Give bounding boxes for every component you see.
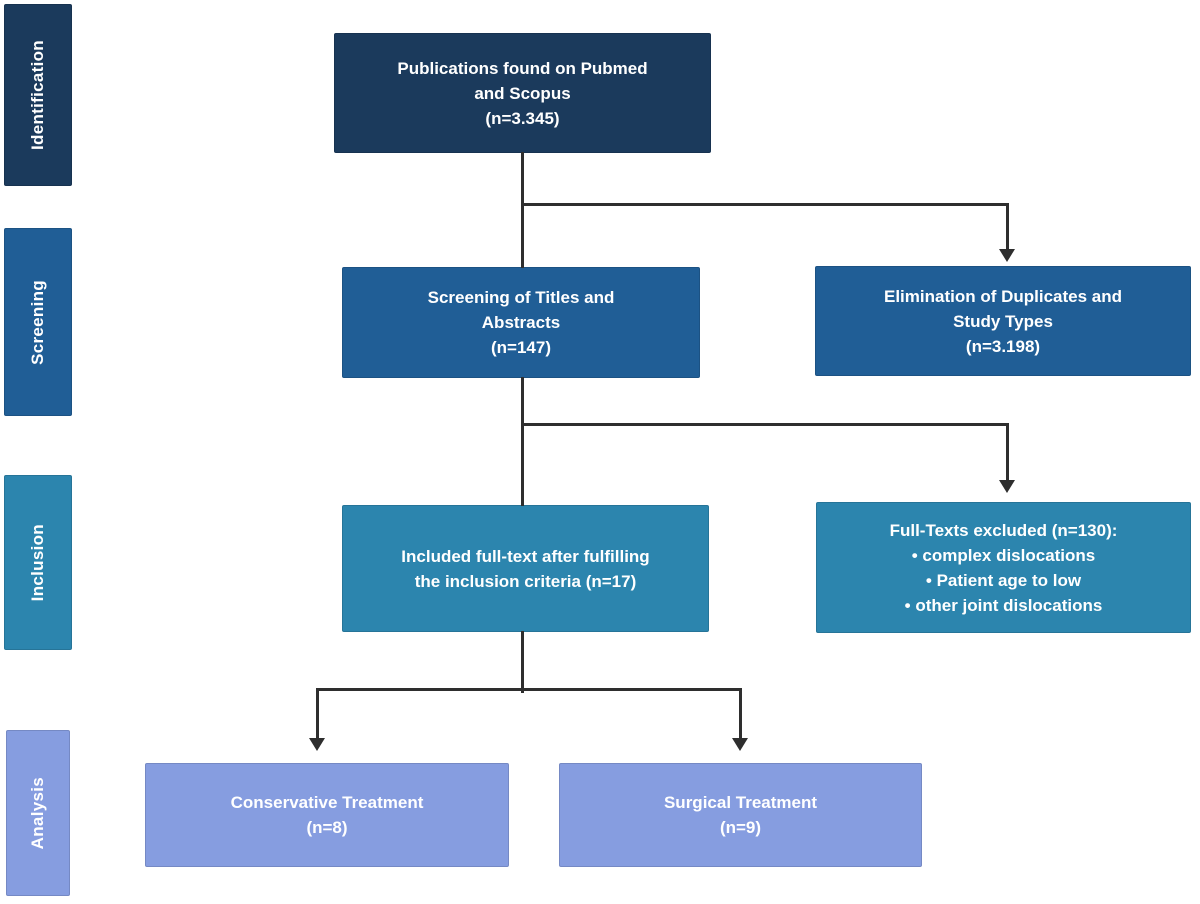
connector-split-horizontal	[316, 688, 742, 691]
connector-branch-to-fulltext-excluded	[521, 423, 1009, 426]
connector-drop-to-fulltext-excluded	[1006, 423, 1009, 483]
box-conservative-treatment: Conservative Treatment (n=8)	[145, 763, 509, 867]
box-surgical-treatment: Surgical Treatment (n=9)	[559, 763, 922, 867]
box-screening-titles-abstracts: Screening of Titles and Abstracts (n=147…	[342, 267, 700, 378]
box-publications-found: Publications found on Pubmed and Scopus …	[334, 33, 711, 153]
stage-label-analysis: Analysis	[6, 730, 70, 896]
connector-included-to-split	[521, 631, 524, 693]
box-full-texts-excluded: Full-Texts excluded (n=130): • complex d…	[816, 502, 1191, 633]
connector-drop-to-surgical	[739, 688, 742, 741]
connector-screening-to-included	[521, 377, 524, 506]
arrow-down-surgical-icon	[732, 738, 748, 751]
connector-branch-to-elimination	[521, 203, 1009, 206]
connector-publications-to-screening	[521, 152, 524, 268]
stage-label-inclusion: Inclusion	[4, 475, 72, 650]
stage-label-screening-text: Screening	[28, 279, 47, 365]
connector-drop-to-elimination	[1006, 203, 1009, 253]
stage-label-identification-text: Identification	[28, 40, 47, 150]
stage-label-analysis-text: Analysis	[28, 776, 47, 850]
stage-label-inclusion-text: Inclusion	[28, 523, 47, 602]
box-elimination-duplicates: Elimination of Duplicates and Study Type…	[815, 266, 1191, 376]
stage-label-identification: Identification	[4, 4, 72, 186]
arrow-down-fulltext-excluded-icon	[999, 480, 1015, 493]
box-included-full-text: Included full-text after fulfilling the …	[342, 505, 709, 632]
connector-drop-to-conservative	[316, 688, 319, 741]
stage-label-screening: Screening	[4, 228, 72, 416]
arrow-down-conservative-icon	[309, 738, 325, 751]
arrow-down-elimination-icon	[999, 249, 1015, 262]
